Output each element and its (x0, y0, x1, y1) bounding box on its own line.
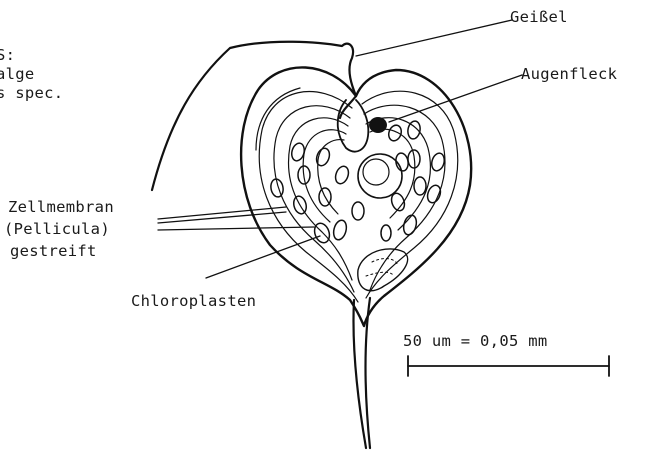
posterior-body-stipple (366, 259, 398, 276)
label-flagellum: Geißel (510, 8, 568, 26)
label-eyespot: Augenfleck (521, 65, 617, 83)
scale-bar-label: 50 um = 0,05 mm (403, 332, 547, 350)
flagellum-line (152, 42, 356, 190)
eyespot (369, 117, 387, 133)
title-fragment-line3: s spec. (0, 84, 63, 102)
reservoir (338, 100, 369, 152)
label-membrane-line1: Zellmembran (8, 198, 114, 216)
chloroplasts (270, 120, 447, 245)
label-chloroplasts: Chloroplasten (131, 292, 256, 310)
title-fragment-line1: S: (0, 46, 15, 64)
label-membrane-line2: (Pellicula) (4, 220, 110, 238)
title-fragment-line2: alge (0, 65, 35, 83)
label-membrane-line3: gestreift (10, 242, 97, 260)
scale-bar-line (408, 356, 609, 376)
